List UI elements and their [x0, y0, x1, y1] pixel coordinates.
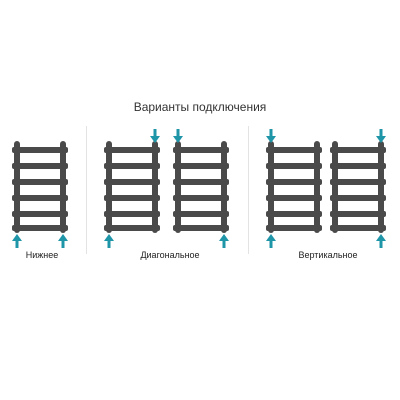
- towel-rail-icon: [330, 141, 386, 233]
- arrow-down-icon: [173, 129, 183, 143]
- arrow-up-icon: [58, 234, 68, 248]
- arrow-up-icon: [376, 234, 386, 248]
- arrow-down-icon: [150, 129, 160, 143]
- option-label-bottom: Нижнее: [25, 250, 59, 260]
- arrow-down-icon: [376, 129, 386, 143]
- option-label-diagonal: Диагональное: [140, 250, 200, 260]
- divider-2: [248, 126, 249, 254]
- towel-rail-icon: [173, 141, 229, 233]
- towel-rail-icon: [12, 141, 68, 233]
- divider-1: [86, 126, 87, 254]
- towel-rail-icon: [104, 141, 160, 233]
- towel-rail-icon: [266, 141, 322, 233]
- arrow-up-icon: [104, 234, 114, 248]
- arrow-up-icon: [219, 234, 229, 248]
- option-label-vertical: Вертикальное: [298, 250, 358, 260]
- arrow-down-icon: [266, 129, 276, 143]
- arrow-up-icon: [12, 234, 22, 248]
- arrow-up-icon: [266, 234, 276, 248]
- page-title: Варианты подключения: [133, 100, 267, 114]
